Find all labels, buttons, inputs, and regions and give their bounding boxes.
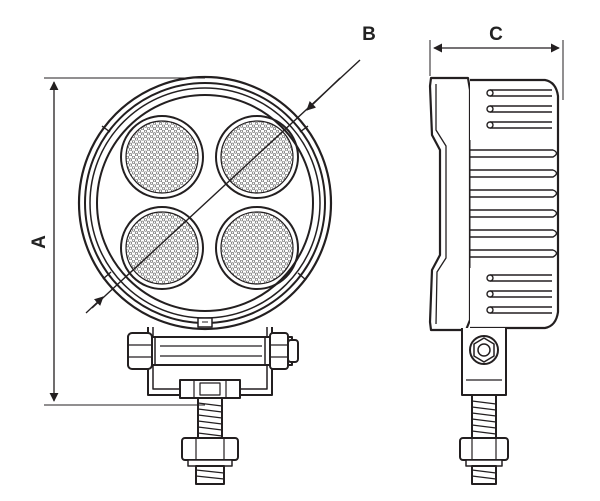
heatsink-fins [469, 89, 558, 314]
dimension-a [44, 77, 205, 406]
dimension-c [429, 40, 564, 100]
dimension-b-label: B [362, 24, 376, 45]
led-optic-bottom-right [215, 206, 299, 290]
led-optic-bottom-left [120, 206, 204, 290]
front-view [77, 59, 361, 485]
dimension-a-label: A [29, 235, 50, 249]
heatsink-body [470, 78, 560, 330]
lens-ring [96, 94, 314, 312]
led-optic-top-left [120, 115, 204, 199]
side-bracket [461, 328, 507, 396]
mounting-bracket [127, 327, 299, 399]
side-view [428, 76, 560, 485]
dimension-c-label: C [489, 24, 503, 45]
side-threaded-stud [459, 394, 509, 485]
threaded-stud [181, 397, 239, 485]
housing-outer-ring [77, 75, 333, 331]
dimension-b [85, 77, 341, 314]
